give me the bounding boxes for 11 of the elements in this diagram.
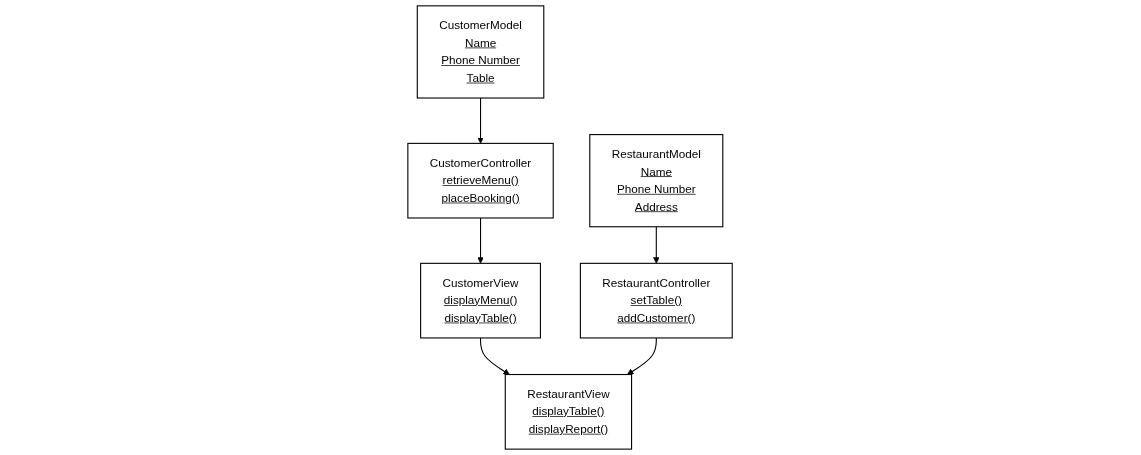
- arrow: [477, 217, 485, 264]
- arrow: [653, 226, 660, 264]
- node-box: CustomerController retrieveMenu() placeBooking(): [407, 142, 555, 219]
- node-box: RestaurantController setTable() addCustomer(): [580, 262, 734, 339]
- node-box: RestaurantModel Name Phone Number Address: [589, 134, 724, 228]
- arrow: [627, 337, 658, 375]
- node-box: CustomerModel Name Phone Number Table: [417, 5, 545, 99]
- arrow: [480, 337, 511, 375]
- node-box: RestaurantView displayTable() displayReport(): [505, 373, 633, 450]
- node-box: CustomerView displayMenu() displayTable(): [420, 262, 542, 339]
- arrow: [477, 97, 485, 144]
